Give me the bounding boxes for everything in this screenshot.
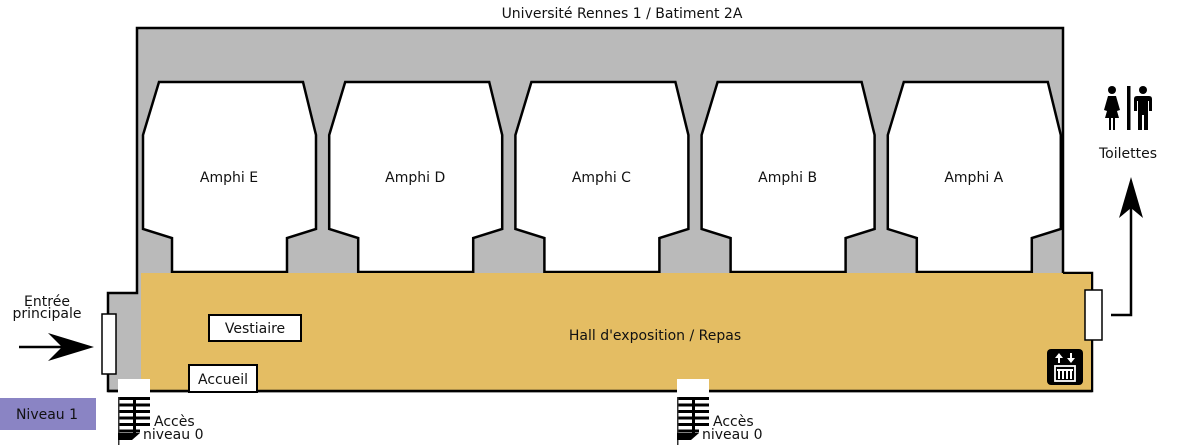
hall-label: Hall d'exposition / Repas [569, 328, 741, 344]
stairs-label-line1: Accès [154, 414, 195, 430]
stairs-icon [118, 397, 150, 445]
arrow-right-icon [19, 333, 94, 361]
stairs-opening [118, 379, 150, 393]
map-title: Université Rennes 1 / Batiment 2A [502, 6, 743, 22]
stairs-label-line2: niveau 0 [143, 427, 203, 443]
elevator-icon[interactable] [1047, 349, 1083, 385]
toilets-label: Toilettes [1098, 146, 1157, 162]
level-badge[interactable]: Niveau 1 [0, 398, 96, 430]
amphi-e[interactable]: Amphi E [141, 80, 318, 274]
vestiaire-label: Vestiaire [225, 321, 285, 337]
amphi-d[interactable]: Amphi D [327, 80, 504, 274]
amphi-shape[interactable] [327, 80, 504, 274]
amphi-c[interactable]: Amphi C [514, 80, 690, 274]
stairs-icon [677, 397, 709, 445]
stairs-label-line2: niveau 0 [702, 427, 762, 443]
exit-door-toilets[interactable] [1084, 289, 1103, 341]
amphi-label: Amphi E [200, 170, 258, 186]
amphi-label: Amphi D [385, 170, 445, 186]
entrance-label-line2: principale [13, 306, 82, 322]
restroom-icon[interactable] [1104, 86, 1152, 130]
amphi-label: Amphi B [758, 170, 817, 186]
amphi-shape[interactable] [141, 80, 318, 274]
room-vestiaire[interactable]: Vestiaire [208, 314, 302, 342]
level-badge-label: Niveau 1 [16, 407, 78, 423]
amphi-label: Amphi A [944, 170, 1003, 186]
amphi-label: Amphi C [572, 170, 631, 186]
amphi-shape[interactable] [886, 80, 1063, 274]
stairs-opening [677, 379, 709, 393]
amphi-shape[interactable] [700, 80, 876, 274]
amphi-b[interactable]: Amphi B [700, 80, 876, 274]
amphi-group: Amphi E Amphi D Amphi C Amphi B Amphi A [141, 80, 1063, 274]
amphi-a[interactable]: Amphi A [886, 80, 1063, 274]
stairs-label-line1: Accès [713, 414, 754, 430]
room-accueil[interactable]: Accueil [188, 364, 258, 393]
accueil-label: Accueil [198, 372, 248, 388]
entrance-door[interactable] [101, 313, 117, 375]
amphi-shape[interactable] [514, 80, 690, 274]
entrance-label-line1: Entrée [24, 294, 70, 310]
arrow-up-icon [1111, 177, 1143, 317]
